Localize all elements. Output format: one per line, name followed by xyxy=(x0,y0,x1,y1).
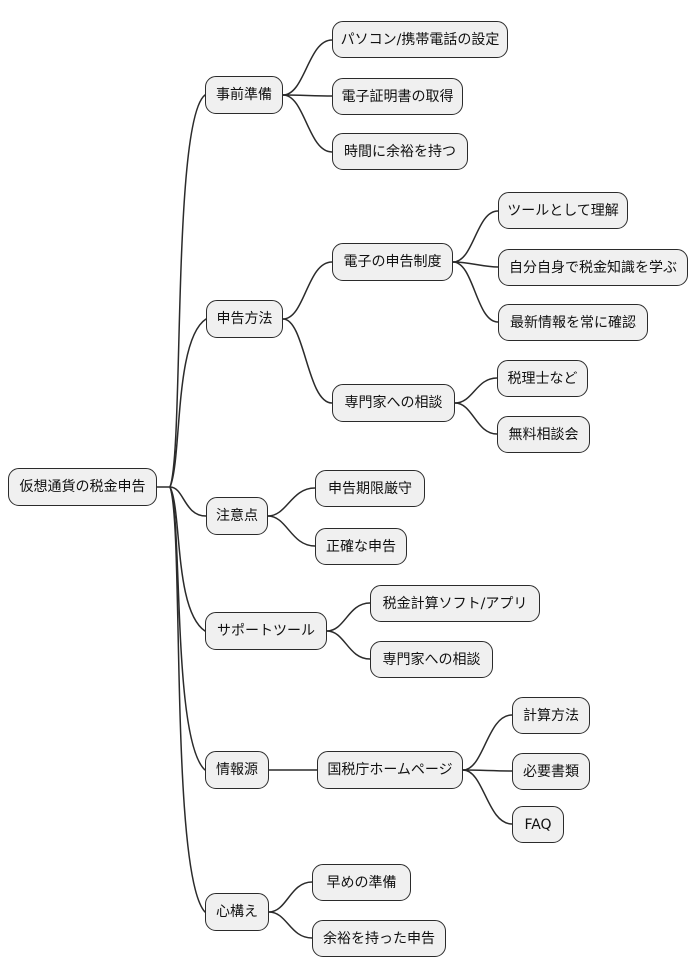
edge-root-to-support-tools xyxy=(169,486,206,632)
node-mindset: 心構え xyxy=(205,893,269,931)
node-free-consultation: 無料相談会 xyxy=(497,416,590,453)
edge-support-to-expert2 xyxy=(326,630,371,660)
edge-mindset-to-relaxed-filing xyxy=(268,911,313,939)
node-filing-method: 申告方法 xyxy=(206,300,283,338)
edge-filing-to-expert-consultation xyxy=(282,318,333,404)
edge-efiling-to-latest-info xyxy=(452,261,499,323)
edge-nta-to-faq xyxy=(462,769,513,825)
node-nta-homepage: 国税庁ホームページ xyxy=(317,751,463,789)
node-required-documents: 必要書類 xyxy=(512,753,590,790)
node-tax-calc-software: 税金計算ソフト/アプリ xyxy=(370,585,540,622)
edge-nta-to-required-docs xyxy=(462,769,513,772)
edge-root-to-cautions xyxy=(169,486,207,517)
edge-root-to-mindset xyxy=(169,486,206,913)
edge-efiling-to-understand-tool xyxy=(452,210,499,263)
node-faq: FAQ xyxy=(512,806,564,843)
node-e-certificate: 電子証明書の取得 xyxy=(332,78,463,115)
node-crypto-tax-filing: 仮想通貨の税金申告 xyxy=(8,468,157,506)
edge-preparation-to-e-certificate xyxy=(282,94,333,97)
node-expert-consultation-2: 専門家への相談 xyxy=(370,641,493,678)
node-advance-preparation: 事前準備 xyxy=(205,76,283,114)
edge-mindset-to-early-prep xyxy=(268,881,313,913)
edge-expert-to-tax-accountant xyxy=(454,377,498,404)
node-calc-method: 計算方法 xyxy=(512,697,590,734)
node-accurate-filing: 正確な申告 xyxy=(315,528,407,565)
edge-root-to-filing-method xyxy=(169,318,207,488)
edge-preparation-to-pc-setup xyxy=(282,39,333,96)
node-info-sources: 情報源 xyxy=(205,751,269,789)
node-expert-consultation: 専門家への相談 xyxy=(332,384,455,422)
node-understand-as-tool: ツールとして理解 xyxy=(498,192,628,229)
node-relaxed-filing: 余裕を持った申告 xyxy=(312,920,446,957)
node-e-filing-system: 電子の申告制度 xyxy=(332,243,453,281)
edge-root-to-preparation xyxy=(169,94,206,488)
edge-filing-to-e-filing-system xyxy=(282,261,333,320)
edge-cautions-to-deadline xyxy=(267,487,316,517)
edge-nta-to-calc-method xyxy=(462,714,513,771)
node-cautions: 注意点 xyxy=(206,497,268,535)
node-pc-phone-setup: パソコン/携帯電話の設定 xyxy=(332,21,508,58)
node-check-latest-info: 最新情報を常に確認 xyxy=(498,304,648,341)
node-time-margin: 時間に余裕を持つ xyxy=(332,133,468,170)
node-learn-tax-knowledge: 自分自身で税金知識を学ぶ xyxy=(498,249,688,286)
node-early-preparation: 早めの準備 xyxy=(312,864,411,901)
edge-expert-to-free-consultation xyxy=(454,402,498,435)
node-tax-accountant: 税理士など xyxy=(497,360,588,397)
edge-cautions-to-accurate xyxy=(267,515,316,547)
edge-preparation-to-time-margin xyxy=(282,94,333,153)
node-support-tools: サポートツール xyxy=(205,612,327,650)
node-deadline-compliance: 申告期限厳守 xyxy=(315,470,425,507)
edge-support-to-software xyxy=(326,602,371,632)
